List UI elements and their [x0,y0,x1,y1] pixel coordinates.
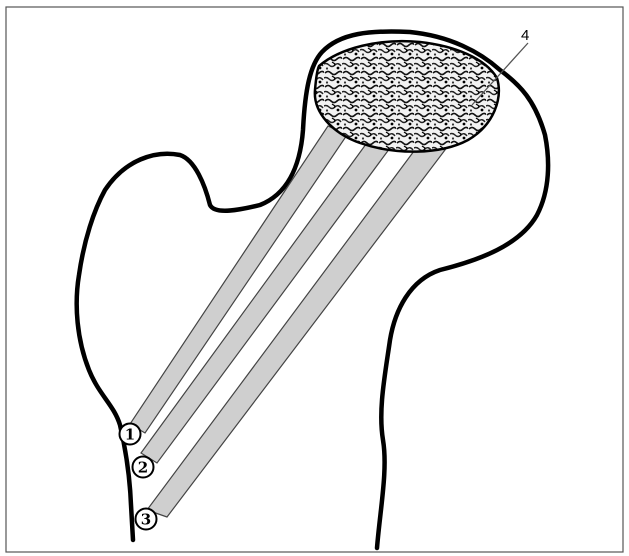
marker-2: 2 [133,457,154,478]
callout-label-4: 4 [521,27,529,44]
marker-3-label: 3 [141,511,151,529]
marker-1-label: 1 [125,426,135,444]
femoral-head-lesion [315,41,499,152]
marker-3: 3 [136,509,157,530]
band-2 [141,140,390,463]
marker-1: 1 [120,424,141,445]
marker-2-label: 2 [138,459,148,477]
